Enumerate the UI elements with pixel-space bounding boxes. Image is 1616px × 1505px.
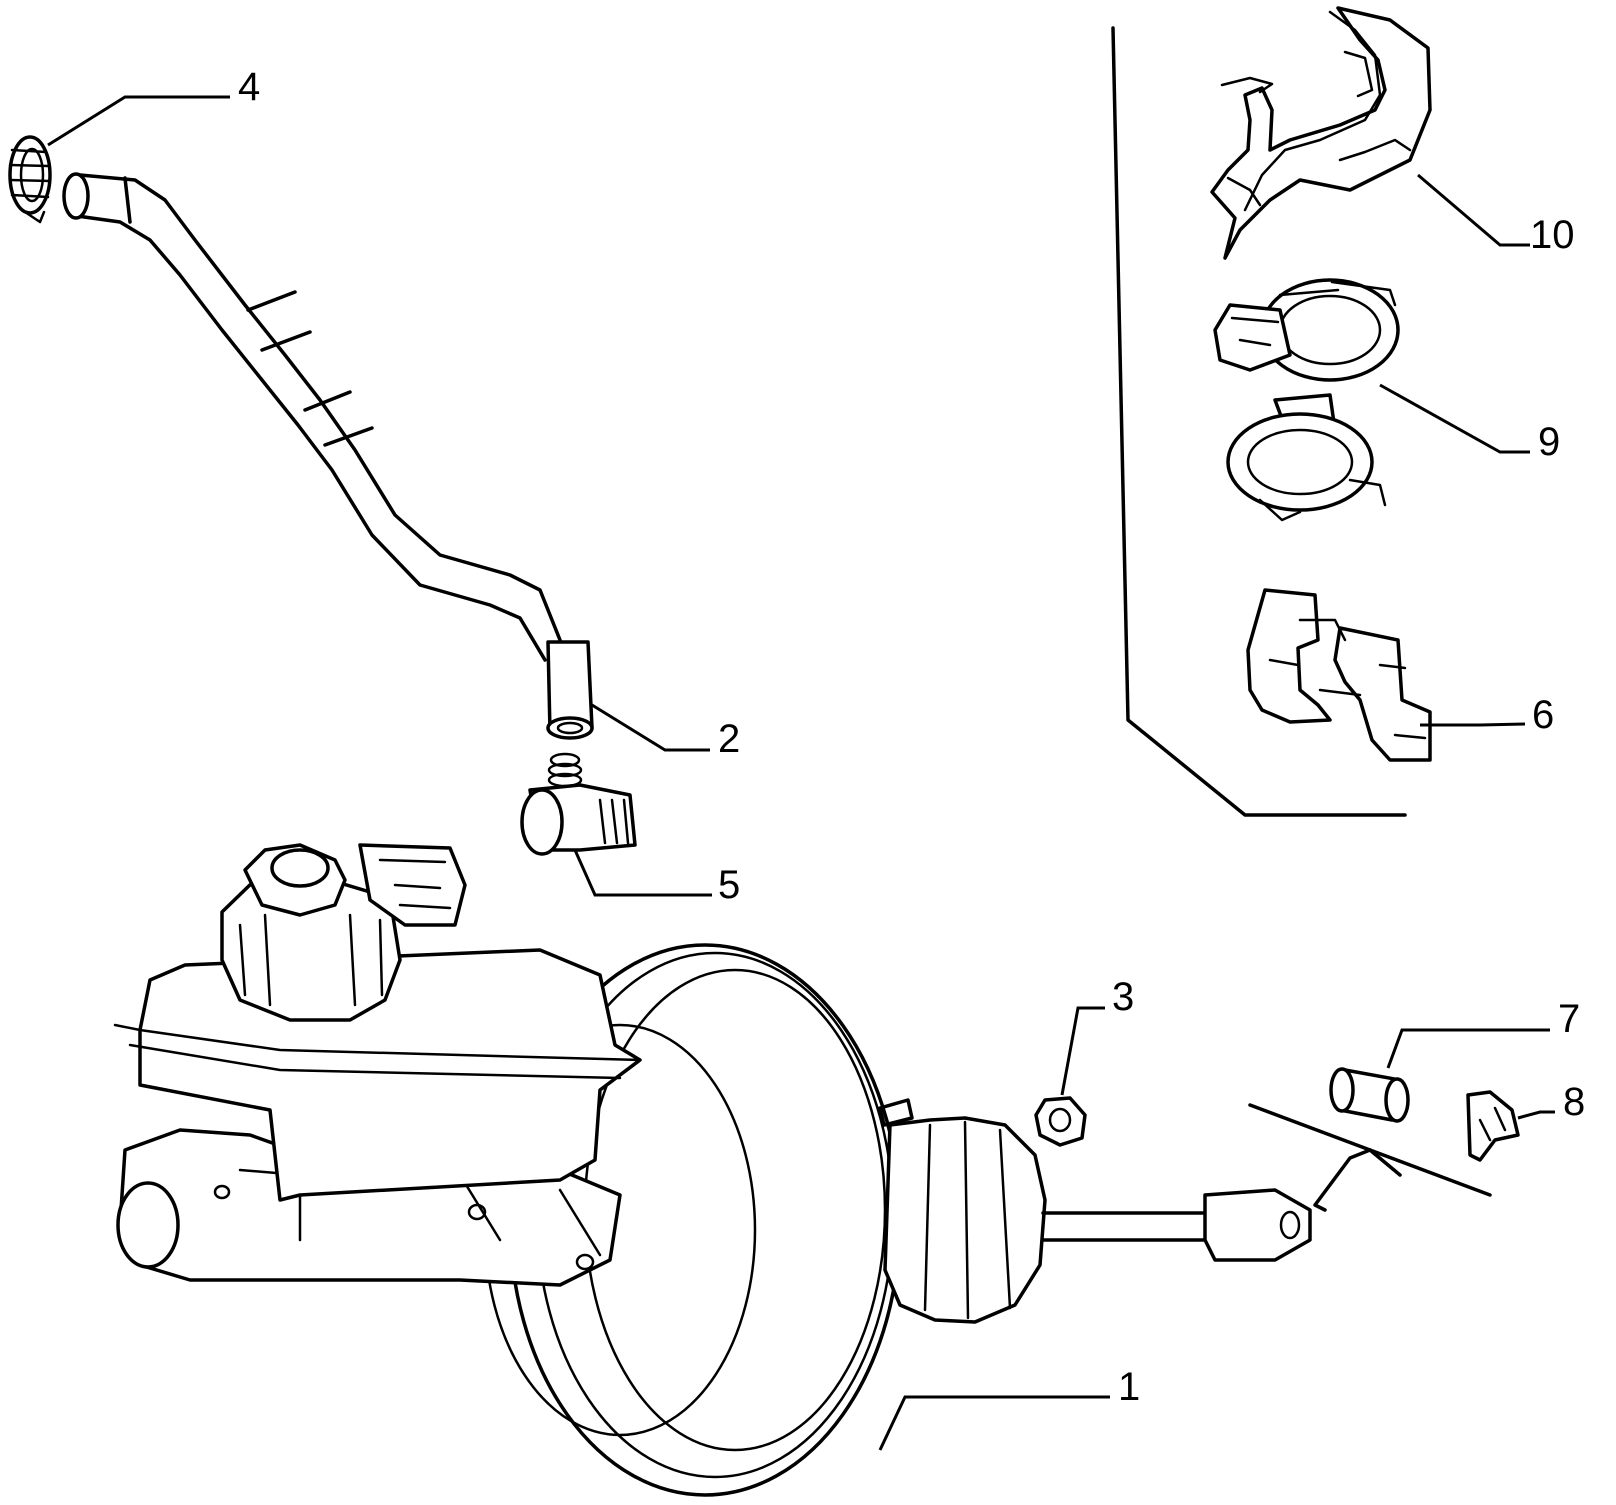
label-part-4: 4 xyxy=(238,65,260,109)
label-part-9: 9 xyxy=(1538,420,1560,464)
clip-8 xyxy=(1466,1090,1520,1162)
label-part-1: 1 xyxy=(1118,1365,1140,1409)
label-part-6: 6 xyxy=(1532,693,1554,737)
hose-2 xyxy=(62,172,594,740)
bracket-10 xyxy=(1210,6,1432,260)
label-part-5: 5 xyxy=(718,863,740,907)
booster-assembly-1 xyxy=(113,843,1312,1497)
label-part-7: 7 xyxy=(1558,997,1580,1041)
part-labels: 4 2 5 3 7 8 1 6 9 10 xyxy=(238,65,1585,1409)
label-part-2: 2 xyxy=(718,717,740,761)
clip-6 xyxy=(1246,588,1432,762)
connector-5 xyxy=(520,752,637,856)
nut-3 xyxy=(1034,1096,1087,1147)
leader-lines xyxy=(47,95,1555,1451)
clip-9 xyxy=(1213,278,1400,522)
label-part-8: 8 xyxy=(1563,1080,1585,1124)
pin-location-indicator xyxy=(1248,1103,1492,1212)
hose-clamp-4 xyxy=(8,135,52,224)
pin-7 xyxy=(1329,1067,1410,1123)
label-part-10: 10 xyxy=(1530,213,1575,257)
label-part-3: 3 xyxy=(1112,975,1134,1019)
inset-frame xyxy=(1111,26,1407,817)
